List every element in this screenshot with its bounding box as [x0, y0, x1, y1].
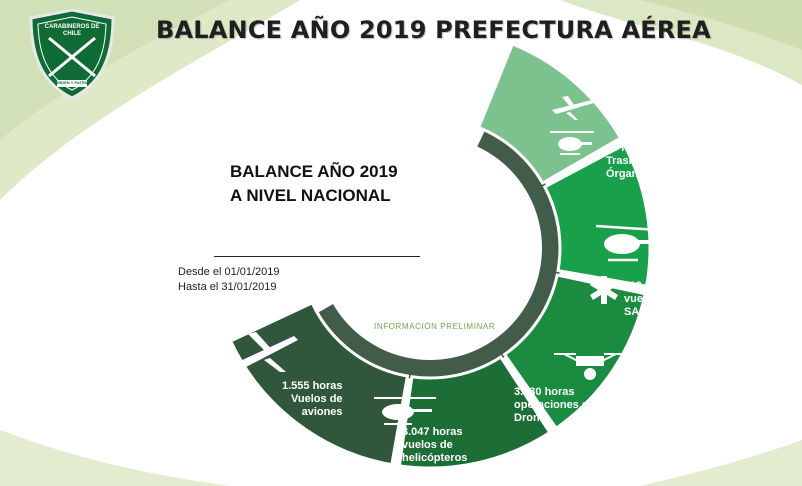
segment-hours: 112,3 horas: [624, 280, 684, 292]
ring-segment: [476, 42, 623, 186]
segment-desc: helicópteros: [402, 452, 468, 464]
segment-label-dron: 3.830 horas operaciones de Dron: [514, 386, 595, 425]
segment-desc: vuelos de: [402, 439, 453, 451]
logo-text-top: CARABINEROS DE: [44, 24, 100, 30]
segment-desc: Órganos: [606, 168, 652, 180]
logo-text-motto: ORDEN Y PATRIA: [55, 80, 89, 85]
segment-label-helicopteros: 3.047 horas vuelos de helicópteros: [402, 426, 467, 465]
segment-desc: aviones: [301, 406, 343, 418]
segment-hours: 3.047 horas: [402, 426, 463, 438]
segment-hours: 3.830 horas: [514, 386, 575, 398]
segment-label-samu: 112,3 horas vuelos SAMU: [624, 280, 684, 319]
segment-desc: SAMU: [624, 306, 657, 318]
segment-desc: vuelos: [624, 293, 659, 305]
segment-hours: 1.555 horas: [282, 380, 343, 392]
preliminary-note: INFORMACIÓN PRELIMINAR: [374, 322, 496, 331]
page-title: BALANCE AÑO 2019 PREFECTURA AÉREA: [156, 16, 711, 44]
subtitle-line-2: A NIVEL NACIONAL: [230, 186, 391, 205]
drone-icon: [554, 353, 626, 380]
helicopter-icon: [374, 397, 436, 425]
ring-segment: [502, 273, 647, 431]
segment-desc: operaciones de: [514, 399, 595, 411]
segment-hours: 29 horas: [606, 142, 652, 154]
segment-desc: Traslado: [606, 155, 652, 167]
carabineros-logo: [29, 8, 115, 100]
date-to: Hasta el 31/01/2019: [178, 281, 277, 293]
segment-label-aviones: 1.555 horas Vuelos de aviones: [282, 380, 343, 419]
airplane-icon: [552, 96, 594, 120]
divider: [214, 256, 420, 257]
star-of-life-icon: [590, 276, 618, 304]
date-from: Desde el 01/01/2019: [178, 266, 280, 278]
segment-desc: Dron: [514, 412, 540, 424]
logo-text-country: CHILE: [63, 31, 81, 37]
ring-segment: [397, 354, 552, 470]
segment-desc: Vuelos de: [290, 393, 343, 405]
segment-label-organos: 29 horas Traslado Órganos: [606, 142, 651, 181]
subtitle-line-1: BALANCE AÑO 2019: [230, 162, 398, 181]
helicopter-icon: [595, 224, 659, 262]
airplane-icon: [238, 332, 298, 372]
ring-segment: [228, 300, 410, 467]
helicopter-icon: [550, 131, 594, 155]
